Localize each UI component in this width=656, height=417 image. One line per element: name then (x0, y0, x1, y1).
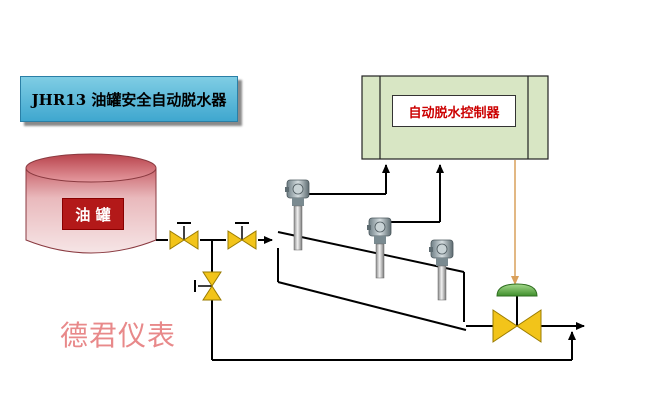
pipe-network (156, 164, 585, 361)
valve-icon (227, 222, 257, 250)
valve-icon (169, 222, 199, 250)
actuator-icon (496, 283, 538, 297)
tank-label: 油 罐 (62, 198, 124, 230)
control-valve-icon (492, 283, 542, 343)
watermark-text: 德君仪表 (60, 319, 177, 352)
sensor-probe-icon (285, 179, 310, 251)
controller-label: 自动脱水控制器 (392, 95, 516, 127)
sensor-probe-icon (429, 239, 454, 301)
valve-icon (194, 271, 222, 301)
diagram-title: JHR13 油罐安全自动脱水器 (31, 90, 227, 109)
title-banner: JHR13 油罐安全自动脱水器 (20, 76, 238, 122)
sensor-probe-icon (367, 217, 392, 279)
